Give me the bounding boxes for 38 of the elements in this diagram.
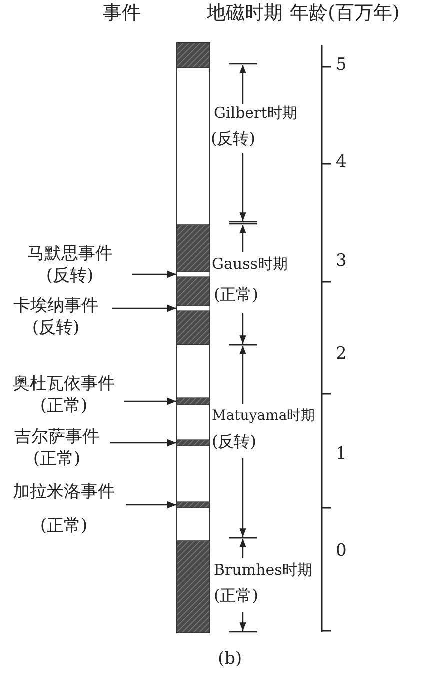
- tick-label: 3: [336, 252, 347, 272]
- polarity-note: (反转): [211, 130, 256, 148]
- caption: (b): [218, 650, 242, 670]
- polarity-stripe: [176, 272, 210, 278]
- tick-label: 0: [336, 542, 347, 562]
- epoch-name: Matuyama时期: [212, 408, 316, 424]
- polarity-stripe: [176, 440, 210, 446]
- polarity-note: (反转): [212, 433, 256, 452]
- arrow: [110, 439, 176, 447]
- column-heading: 事件: [103, 3, 141, 25]
- polarity-note: (反转): [46, 266, 94, 286]
- polarity-note: (反转): [32, 318, 80, 338]
- epoch-name: Gauss时期: [212, 256, 288, 274]
- polarity-stripe: [176, 306, 210, 312]
- polarity-note: (正常): [40, 396, 88, 416]
- tick-label: 2: [336, 345, 347, 365]
- arrow: [132, 270, 176, 278]
- polarity-note: (正常): [214, 286, 258, 304]
- arrow: [126, 501, 176, 509]
- polarity-stripe: [176, 502, 210, 508]
- arrow: [112, 304, 176, 312]
- event-name: 吉尔萨事件: [14, 428, 100, 448]
- tick-label: 1: [336, 445, 347, 465]
- event-name: 奥杜瓦依事件: [13, 375, 115, 395]
- epoch-name: Gilbert时期: [214, 105, 298, 122]
- event-name: 加拉米洛事件: [13, 483, 115, 503]
- event-name: 卡埃纳事件: [14, 297, 98, 317]
- epoch-name: Brumhes时期: [214, 562, 312, 580]
- column-heading: 地磁时期: [207, 3, 283, 25]
- polarity-note: (正常): [33, 450, 81, 470]
- tick-label: 4: [336, 153, 347, 173]
- polarity-note: (正常): [40, 516, 88, 536]
- polarity-stripe: [176, 398, 210, 406]
- arrow: [124, 398, 176, 406]
- polarity-note: (正常): [214, 587, 258, 606]
- tick-label: 5: [336, 56, 347, 76]
- event-name: 马默思事件: [28, 245, 112, 265]
- column-heading: 年龄(百万年): [290, 3, 400, 25]
